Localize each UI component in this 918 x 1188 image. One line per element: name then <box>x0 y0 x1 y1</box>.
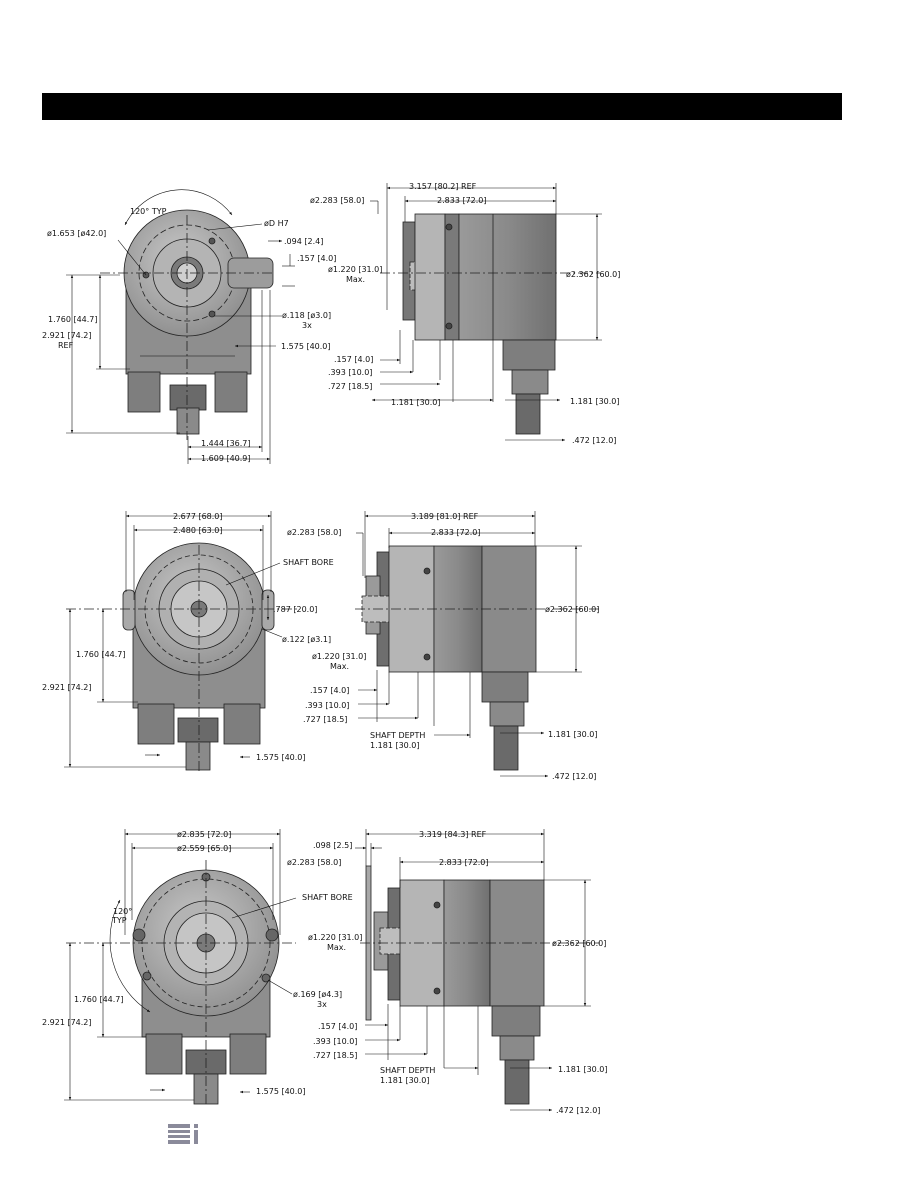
hole-count-label: 3x <box>302 321 312 330</box>
front-view-2 <box>66 542 300 772</box>
dim-2921-label: 2.921 [74.2] <box>42 331 92 340</box>
hole-diameter-label: ø.169 [ø4.3] <box>293 990 342 999</box>
dim-472-label: .472 [12.0] <box>552 772 596 781</box>
flange-diameter-label: ø2.283 [58.0] <box>287 858 341 867</box>
shaft-diameter-label: ø1.220 [31.0] <box>312 652 366 661</box>
dim-1181-label: 1.181 [30.0] <box>380 1076 430 1085</box>
body-diameter-label: ø2.362 [60.0] <box>552 939 606 948</box>
ref-label: REF <box>58 341 74 350</box>
dim-472-label: .472 [12.0] <box>572 436 616 445</box>
dim-labels-s3: 3.319 [84.3] REF .098 [2.5] ø2.283 [58.0… <box>287 830 608 1115</box>
dim-labels-2: 2.677 [68.0] 2.480 [63.0] SHAFT BORE .78… <box>42 512 334 762</box>
dim-787-label: .787 [20.0] <box>273 605 317 614</box>
dim-393-label: .393 [10.0] <box>305 701 349 710</box>
dim-1181-label: 1.181 [30.0] <box>391 398 441 407</box>
hole-count-label: 3x <box>317 1000 327 1009</box>
dim-3157-label: 3.157 [80.2] REF <box>409 182 477 191</box>
logo-icon <box>168 1124 198 1144</box>
shaft-diameter-label: ø1.220 [31.0] <box>328 265 382 274</box>
dim-2921-label: 2.921 [74.2] <box>42 683 92 692</box>
dim-1760-label: 1.760 [44.7] <box>48 315 98 324</box>
angle-label: 120° TYP <box>130 207 167 216</box>
side-view-3 <box>360 865 600 1105</box>
side-view-1 <box>380 213 600 435</box>
dim-2677-label: 2.677 [68.0] <box>173 512 223 521</box>
dim-2833-label: 2.833 [72.0] <box>431 528 481 537</box>
dim-727-label: .727 [18.5] <box>328 382 372 391</box>
dims-s3 <box>355 829 591 1112</box>
dims-3 <box>64 829 297 1101</box>
dim-labels-1: 120° TYP ø1.653 [ø42.0] øD H7 .094 [2.4]… <box>42 207 336 463</box>
dim-1181-label: 1.181 [30.0] <box>370 741 420 750</box>
front-view-3 <box>66 860 296 1105</box>
dim-1575-label: 1.575 [40.0] <box>256 753 306 762</box>
dim-1760-label: 1.760 [44.7] <box>76 650 126 659</box>
dim-3319-label: 3.319 [84.3] REF <box>419 830 487 839</box>
shaft-bore-label: SHAFT BORE <box>302 893 353 902</box>
dim-2480-label: 2.480 [63.0] <box>173 526 223 535</box>
dim-094-label: .094 [2.4] <box>284 237 323 246</box>
shaft-depth-label: SHAFT DEPTH <box>380 1066 435 1075</box>
max-label: Max. <box>327 943 346 952</box>
dim-157-label: .157 [4.0] <box>297 254 336 263</box>
shaft-depth-label: SHAFT DEPTH <box>370 731 425 740</box>
flange-diameter-label: ø2.283 [58.0] <box>310 196 364 205</box>
dim-472-label: .472 [12.0] <box>556 1106 600 1115</box>
dim-1181-label: 1.181 [30.0] <box>570 397 620 406</box>
flange-diameter-label: ø2.283 [58.0] <box>287 528 341 537</box>
dim-labels-s2: 3.189 [81.0] REF ø2.283 [58.0] 2.833 [72… <box>287 512 599 781</box>
dim-2835-label: ø2.835 [72.0] <box>177 830 231 839</box>
dims-1 <box>66 189 295 464</box>
hole-diameter-label: ø.122 [ø3.1] <box>282 635 331 644</box>
dim-1181-label: 1.181 [30.0] <box>558 1065 608 1074</box>
body-diameter-label: ø2.362 [60.0] <box>566 270 620 279</box>
typ-label: TYP <box>111 916 127 925</box>
max-label: Max. <box>330 662 349 671</box>
front-view-1 <box>100 209 275 440</box>
dim-1444-label: 1.444 [36.7] <box>201 439 251 448</box>
shaft-diameter-label: ø1.220 [31.0] <box>308 933 362 942</box>
dim-2833-label: 2.833 [72.0] <box>437 196 487 205</box>
dim-1609-label: 1.609 [40.9] <box>201 454 251 463</box>
dim-727-label: .727 [18.5] <box>313 1051 357 1060</box>
dim-2559-label: ø2.559 [65.0] <box>177 844 231 853</box>
dim-157-label: .157 [4.0] <box>318 1022 357 1031</box>
side-view-2 <box>355 545 600 771</box>
shaft-bore-label: SHAFT BORE <box>283 558 334 567</box>
max-label: Max. <box>346 275 365 284</box>
dim-labels-s1: 3.157 [80.2] REF ø2.283 [58.0] 2.833 [72… <box>310 182 620 445</box>
header-bar <box>42 93 842 120</box>
dim-157-label: .157 [4.0] <box>310 686 349 695</box>
dim-157-label: .157 [4.0] <box>334 355 373 364</box>
dim-1760-label: 1.760 [44.7] <box>74 995 124 1004</box>
dim-393-label: .393 [10.0] <box>328 368 372 377</box>
outer-diameter-label: ø1.653 [ø42.0] <box>47 229 106 238</box>
dim-098-label: .098 [2.5] <box>313 841 352 850</box>
dim-1181-label: 1.181 [30.0] <box>548 730 598 739</box>
dim-727-label: .727 [18.5] <box>303 715 347 724</box>
bore-diameter-label: øD H7 <box>264 219 289 228</box>
dims-2 <box>64 511 283 768</box>
angle-label: 120° <box>113 907 132 916</box>
dims-s2 <box>356 511 582 778</box>
dim-3189-label: 3.189 [81.0] REF <box>411 512 479 521</box>
dim-labels-3: ø2.835 [72.0] ø2.559 [65.0] SHAFT BORE 1… <box>42 830 353 1096</box>
dims-s1 <box>370 183 602 442</box>
dim-393-label: .393 [10.0] <box>313 1037 357 1046</box>
hole-diameter-label: ø.118 [ø3.0] <box>282 311 331 320</box>
dim-2833-label: 2.833 [72.0] <box>439 858 489 867</box>
dim-1575-label: 1.575 [40.0] <box>256 1087 306 1096</box>
dim-1575-label: 1.575 [40.0] <box>281 342 331 351</box>
dim-2921-label: 2.921 [74.2] <box>42 1018 92 1027</box>
body-diameter-label: ø2.362 [60.0] <box>545 605 599 614</box>
